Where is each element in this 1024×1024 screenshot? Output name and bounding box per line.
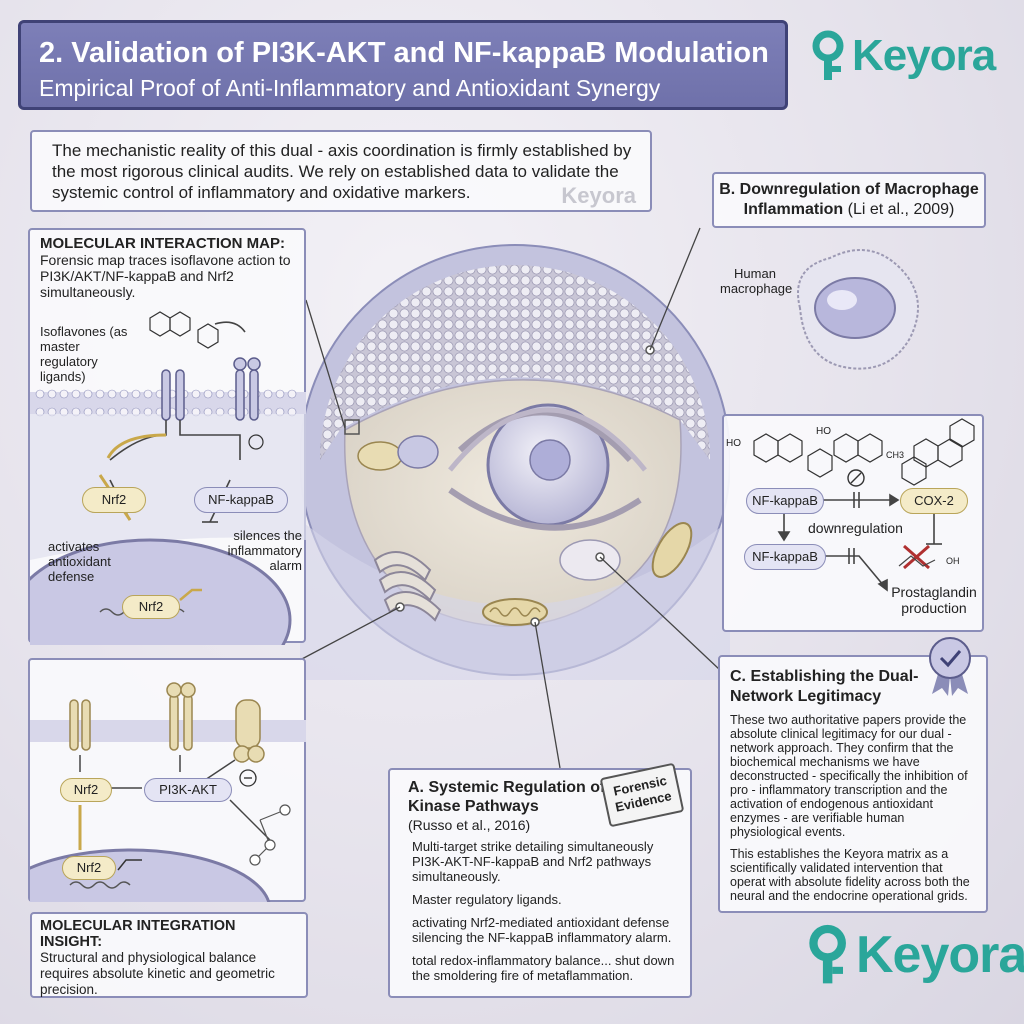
downregulation-label: downregulation <box>808 520 903 536</box>
chem-ch3: CH3 <box>886 450 905 460</box>
receptor-pair <box>161 357 261 421</box>
map-title: MOLECULAR INTERACTION MAP: <box>40 235 285 252</box>
pi3k-akt-pill: PI3K-AKT <box>144 778 232 802</box>
panel-c: C. Establishing the Dual-Network Legitim… <box>718 655 988 913</box>
inhibit-icon <box>847 469 865 487</box>
lower-map-panel: Nrf2 PI3K-AKT Nrf2 <box>28 658 306 902</box>
chem-ho-1: HO <box>726 438 741 449</box>
membrane-bilayer <box>320 265 710 460</box>
brand-logo-top: Keyora <box>808 30 996 82</box>
panel-a-citation: (Russo et al., 2016) <box>408 817 531 833</box>
list-item: total redox-inflammatory balance... shut… <box>412 953 675 983</box>
map-diagram <box>30 311 306 645</box>
inhibit-icon <box>248 434 264 450</box>
receptor-group <box>69 682 265 763</box>
nfkb-pill: NF-kappaB <box>194 487 288 513</box>
interaction-map-panel: MOLECULAR INTERACTION MAP: Forensic map … <box>28 228 306 645</box>
cell-illustration <box>300 244 730 680</box>
page-subtitle: Empirical Proof of Anti-Inflammatory and… <box>39 75 661 101</box>
isoflavones-label: Isoflavones (as master regulatory ligand… <box>40 324 128 384</box>
macrophage-label: Human macrophage <box>720 266 793 296</box>
pathway-arrows <box>753 418 975 592</box>
cox2-pill: COX-2 <box>900 488 968 514</box>
panel-c-title: C. Establishing the Dual-Network Legitim… <box>730 668 919 705</box>
panel-a-title: A. Systemic Regulation of Kinase Pathway… <box>408 779 606 815</box>
intro-watermark: Keyora <box>561 183 636 208</box>
page-title: 2. Validation of PI3K-AKT and NF-kappaB … <box>39 37 769 69</box>
activates-label: activates antioxidant defense <box>48 539 111 584</box>
insight-panel: MOLECULAR INTEGRATION INSIGHT: Structura… <box>30 912 308 998</box>
nfkb-top-pill: NF-kappaB <box>746 488 824 514</box>
nucleus-section <box>30 538 292 645</box>
panel-c-para-2: This establishes the Keyora matrix as a … <box>730 847 970 903</box>
title-banner: 2. Validation of PI3K-AKT and NF-kappaB … <box>18 20 788 110</box>
list-item: activating Nrf2-mediated antioxidant def… <box>412 915 672 945</box>
panel-c-para-1: These two authoritative papers provide t… <box>730 713 968 839</box>
lower-nucleus-nrf2-pill: Nrf2 <box>62 856 116 880</box>
nfkb-bottom-pill: NF-kappaB <box>744 544 826 570</box>
mitochondrion <box>482 598 548 626</box>
intro-text: The mechanistic reality of this dual - a… <box>52 141 632 202</box>
list-item: Master regulatory ligands. <box>412 892 562 907</box>
prostaglandin-label: Prostaglandin production <box>891 584 977 616</box>
nrf2-pill: Nrf2 <box>82 487 146 513</box>
chem-ho-2: HO <box>816 426 831 437</box>
map-body: Forensic map traces isoflavone action to… <box>40 252 291 300</box>
silences-label: silences the inflammatory alarm <box>227 528 302 573</box>
brand-logo-bottom: Keyora <box>804 924 1024 986</box>
brand-name: Keyora <box>856 926 1024 984</box>
insight-title: MOLECULAR INTEGRATION INSIGHT: <box>40 918 236 950</box>
list-item: Multi-target strike detailing simultaneo… <box>412 839 654 884</box>
key-icon <box>809 924 846 984</box>
panel-a-list: Multi-target strike detailing simultaneo… <box>408 839 680 983</box>
panel-b-title: B. Downregulation of Macrophage Inflamma… <box>719 181 979 218</box>
nucleus-nrf2-pill: Nrf2 <box>122 595 180 619</box>
panel-b-pathway: HO HO CH3 OH NF-kappaB COX-2 downregulat… <box>722 414 984 632</box>
verified-badge-icon <box>929 637 971 696</box>
brand-name: Keyora <box>852 31 996 80</box>
intro-panel: The mechanistic reality of this dual - a… <box>30 130 652 212</box>
panel-b-heading: B. Downregulation of Macrophage Inflamma… <box>712 172 986 228</box>
lower-nrf2-pill: Nrf2 <box>60 778 112 802</box>
macrophage-cell <box>797 249 919 370</box>
blocked-x-icon <box>903 544 930 570</box>
insight-text: Structural and physiological balance req… <box>40 950 275 997</box>
key-icon <box>812 30 844 80</box>
chem-oh: OH <box>946 556 960 566</box>
panel-b-citation: (Li et al., 2009) <box>847 201 955 218</box>
